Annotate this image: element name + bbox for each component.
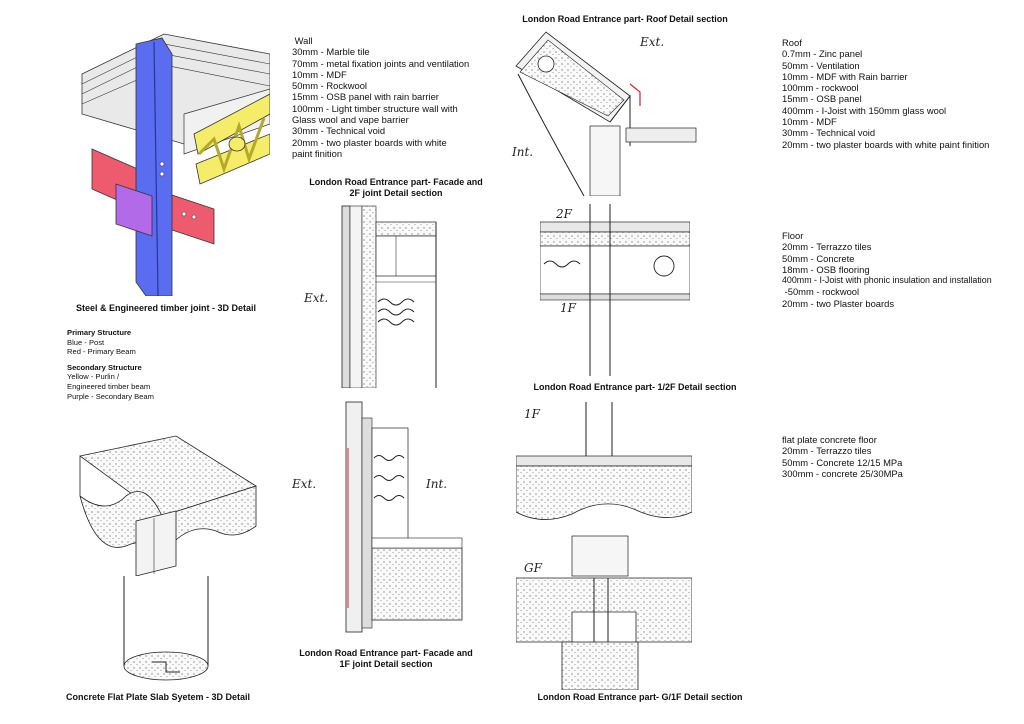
- roof-caption: London Road Entrance part- Roof Detail s…: [522, 14, 728, 24]
- slab-spec-layer: 300mm - concrete 25/30MPa: [782, 467, 903, 479]
- slab-3d-caption: Concrete Flat Plate Slab Syetem - 3D Det…: [66, 692, 251, 702]
- wall-spec-layer: 50mm - Rockwool: [292, 80, 368, 92]
- facade-1f-caption: London Road Entrance part- Facade and 1F…: [286, 648, 486, 670]
- facade-2f-drawing: Ext.: [296, 202, 474, 388]
- roof-spec-layer: 30mm - Technical void: [782, 127, 876, 139]
- wall-spec-layer: 10mm - MDF: [292, 68, 347, 80]
- facade-1f-caption-line1: London Road Entrance part- Facade and: [299, 648, 473, 658]
- roof-spec-heading: Roof: [782, 37, 802, 48]
- floor-g1f-lower-label: GF: [524, 561, 543, 575]
- legend-item-timber-beam: Engineered timber beam: [67, 381, 151, 391]
- wall-spec-layer: paint finition: [292, 147, 343, 159]
- slab-3d-drawing: [66, 426, 264, 688]
- slab-spec-heading: flat plate concrete floor: [782, 434, 877, 445]
- roof-ext-label: Ext.: [639, 35, 664, 49]
- floor-spec-layer: 50mm - Concrete: [782, 252, 855, 264]
- wall-spec-layer: 100mm - Light timber structure wall with: [292, 102, 458, 114]
- floor-g1f-upper-label: 1F: [524, 407, 541, 421]
- facade-2f-caption: London Road Entrance part- Facade and 2F…: [296, 177, 496, 199]
- roof-spec-layer: 10mm - MDF: [782, 116, 837, 128]
- floor-spec: Floor 20mm - Terrazzo tiles 50mm - Concr…: [782, 230, 1020, 309]
- wall-spec-layer: 15mm - OSB panel with rain barrier: [292, 91, 439, 103]
- floor-12f-drawing: 2F 1F: [540, 204, 690, 376]
- floor-g1f-caption: London Road Entrance part- G/1F Detail s…: [537, 692, 743, 702]
- floor-g1f-drawing: 1F GF: [516, 402, 692, 690]
- joint-3d-drawing: [74, 14, 270, 296]
- floor-spec-layer: 400mm - I-Joist with phonic insulation a…: [782, 275, 992, 286]
- wall-spec-layer: 70mm - metal fixation joints and ventila…: [292, 57, 470, 69]
- wall-spec-layer: 20mm - two plaster boards with white: [292, 136, 447, 148]
- facade-2f-caption-line1: London Road Entrance part- Facade and: [309, 177, 483, 187]
- roof-spec: Roof 0.7mm - Zinc panel 50mm - Ventilati…: [782, 37, 1018, 150]
- slab-spec: flat plate concrete floor 20mm - Terrazz…: [782, 434, 1012, 479]
- facade-1f-caption-line2: 1F joint Detail section: [339, 659, 433, 669]
- roof-spec-layer: 10mm - MDF with Rain barrier: [782, 70, 908, 82]
- roof-spec-layer: 50mm - Ventilation: [782, 59, 860, 71]
- floor-12f-lower-label: 1F: [560, 301, 577, 315]
- legend-item-red-beam: Red - Primary Beam: [67, 347, 136, 357]
- legend-item-purple-secondary: Purple - Secondary Beam: [67, 391, 154, 401]
- wall-spec-layer: 30mm - Marble tile: [292, 46, 370, 58]
- slab-spec-layer: 50mm - Concrete 12/15 MPa: [782, 456, 903, 468]
- legend-item-blue-post: Blue - Post: [67, 337, 105, 347]
- roof-spec-layer: 100mm - rockwool: [782, 82, 859, 94]
- floor-spec-layer: 18mm - OSB flooring: [782, 263, 870, 275]
- roof-spec-layer: 15mm - OSB panel: [782, 93, 862, 105]
- roof-spec-layer: 20mm - two plaster boards with white pai…: [782, 138, 990, 150]
- floor-spec-layer: 20mm - two Plaster boards: [782, 297, 895, 309]
- primary-structure-heading: Primary Structure: [67, 328, 132, 337]
- roof-drawing: Ext. Int.: [500, 26, 698, 196]
- floor-spec-layer: 20mm - Terrazzo tiles: [782, 241, 872, 253]
- wall-spec: Wall 30mm - Marble tile 70mm - metal fix…: [292, 35, 502, 159]
- wall-spec-layer: Glass wool and vape barrier: [292, 114, 409, 126]
- structure-legend: Primary Structure Blue - Post Red - Prim…: [67, 328, 217, 401]
- legend-item-yellow-purlin: Yellow - Purlin /: [67, 372, 120, 382]
- facade-2f-caption-line2: 2F joint Detail section: [349, 188, 443, 198]
- roof-int-label: Int.: [511, 145, 533, 159]
- facade-1f-ext-label: Ext.: [291, 477, 316, 491]
- floor-spec-layer: -50mm - rockwool: [782, 286, 860, 298]
- wall-spec-heading: Wall: [292, 35, 313, 46]
- floor-12f-upper-label: 2F: [555, 207, 573, 221]
- joint-3d-caption: Steel & Engineered timber joint - 3D Det…: [76, 303, 257, 313]
- roof-spec-layer: 400mm - I-Joist with 150mm glass wool: [782, 104, 947, 116]
- slab-spec-layer: 20mm - Terrazzo tiles: [782, 445, 872, 457]
- facade-1f-int-label: Int.: [425, 477, 447, 491]
- facade-2f-ext-label: Ext.: [303, 291, 328, 305]
- floor-spec-heading: Floor: [782, 230, 804, 241]
- secondary-structure-heading: Secondary Structure: [67, 362, 142, 372]
- wall-spec-layer: 30mm - Technical void: [292, 125, 386, 137]
- facade-1f-drawing: Ext. Int.: [286, 398, 478, 636]
- floor-12f-caption: London Road Entrance part- 1/2F Detail s…: [533, 382, 737, 392]
- roof-spec-layer: 0.7mm - Zinc panel: [782, 48, 863, 60]
